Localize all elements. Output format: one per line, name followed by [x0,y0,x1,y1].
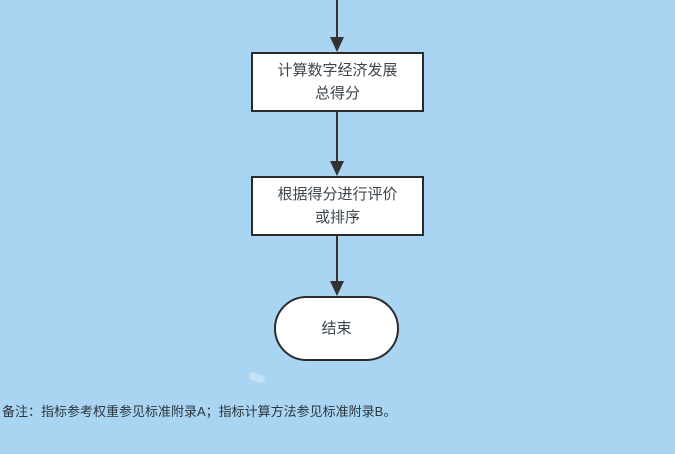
connector-line-mid [336,112,338,162]
connector-line-bottom [336,236,338,282]
arrowhead-icon [330,281,344,296]
footnote-text: 备注：指标参考权重参见标准附录A；指标计算方法参见标准附录B。 [2,404,397,419]
node-eval-label-line2: 或排序 [314,209,360,226]
arrowhead-icon [330,161,344,176]
node-evaluate-or-rank: 根据得分进行评价 或排序 [251,176,424,236]
node-eval-label-line1: 根据得分进行评价 [277,186,398,203]
watermark-cloud-icon [248,371,266,385]
node-calc-label-line2: 总得分 [314,85,360,102]
node-calc-label-line1: 计算数字经济发展 [277,62,398,79]
connector-line-top [336,0,338,38]
node-end-label: 结束 [321,320,352,337]
arrowhead-icon [330,37,344,52]
node-end-terminator: 结束 [274,296,399,361]
node-calc-total-score: 计算数字经济发展 总得分 [251,52,424,112]
